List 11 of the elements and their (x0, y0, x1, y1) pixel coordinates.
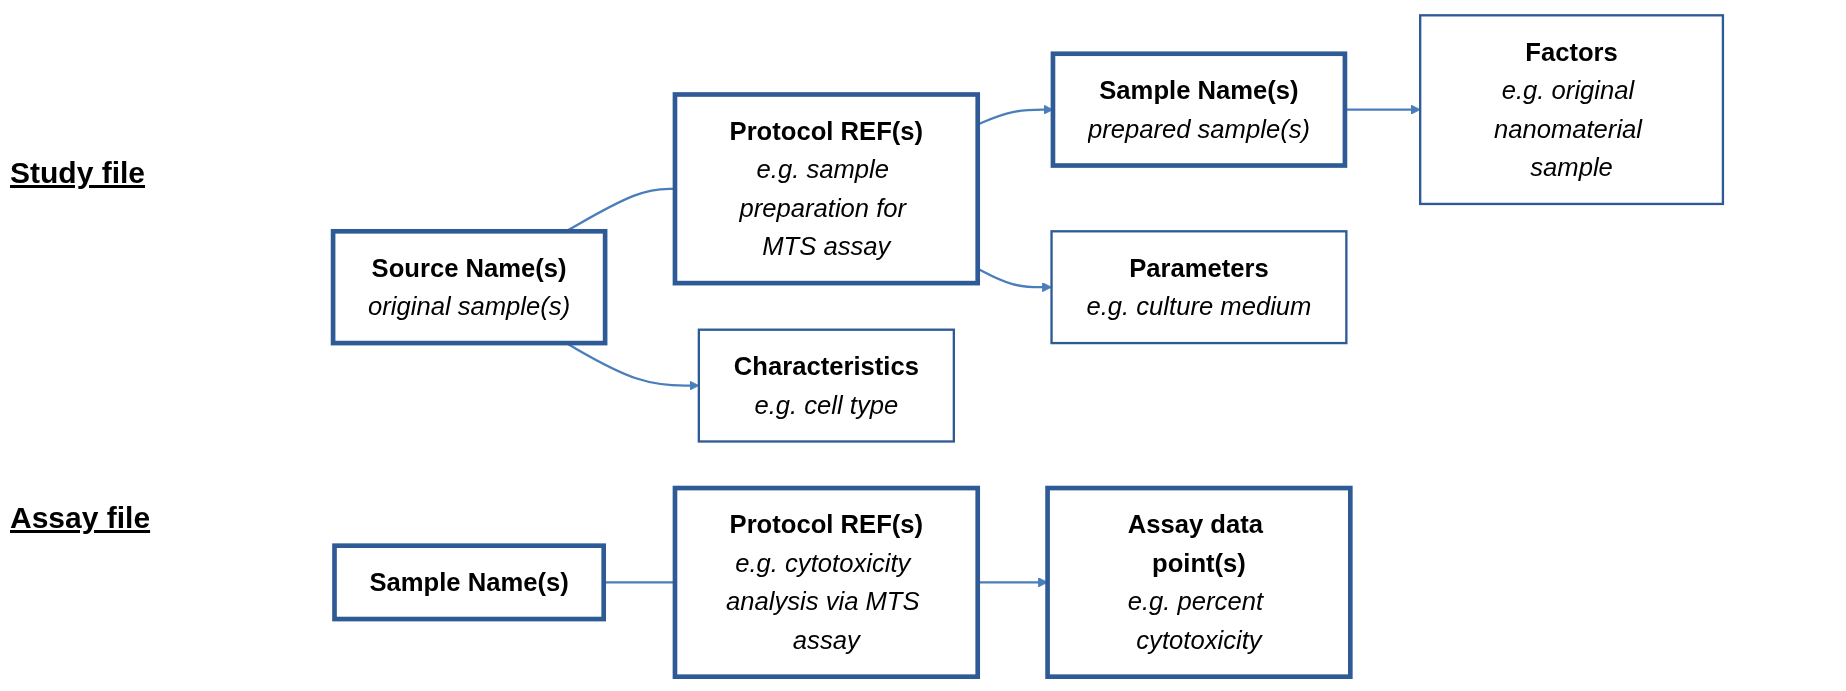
row-label: Assay file (10, 501, 152, 536)
node-box: Assay data point(s) e.g. percent cytotoxicity (1045, 485, 1353, 679)
node-box: Protocol REF(s) e.g. sample preparation for MTS assay (672, 91, 981, 285)
node-box: Sample Name(s) (332, 542, 607, 621)
node-box: Factors e.g. original nanomaterial sample (1419, 13, 1725, 205)
node-box: Parameters e.g. culture medium (1050, 229, 1348, 344)
row-label: Study file (10, 155, 146, 190)
node-box: Protocol REF(s) e.g. cytotoxicity analysis via MTS assay (672, 485, 981, 679)
node-box: Characteristics e.g. cell type (697, 328, 955, 443)
node-box: Source Name(s) original sample(s) (330, 228, 608, 345)
node-box: Sample Name(s) prepared sample(s) (1050, 50, 1348, 168)
